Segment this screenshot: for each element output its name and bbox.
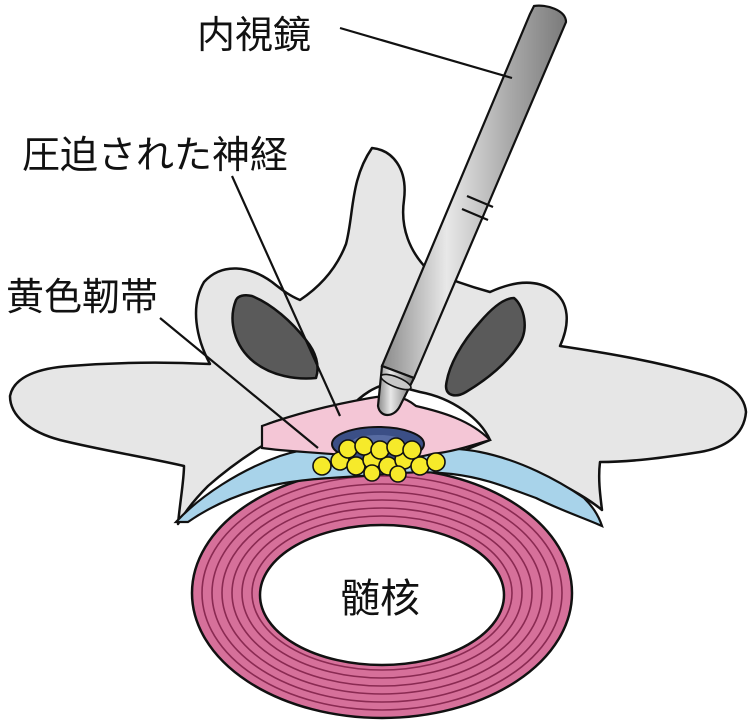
left-facet-shadow [231, 293, 319, 380]
fat-globules [312, 436, 446, 483]
label-ligamentum-flavum: 黄色靭帯 [6, 275, 158, 319]
leader-ligamentum-flavum [159, 317, 319, 449]
leader-endoscope [339, 26, 513, 80]
intervertebral-disc [190, 466, 574, 720]
right-facet-shadow [444, 296, 526, 397]
vertebra [8, 146, 748, 526]
endoscope [376, 4, 568, 417]
label-compressed-nerve: 圧迫された神経 [22, 133, 288, 177]
nucleus-pulposus [258, 523, 506, 667]
label-endoscope: 内視鏡 [197, 13, 311, 57]
label-nucleus-pulposus: 髄核 [340, 576, 420, 622]
leader-compressed-nerve [230, 175, 342, 417]
